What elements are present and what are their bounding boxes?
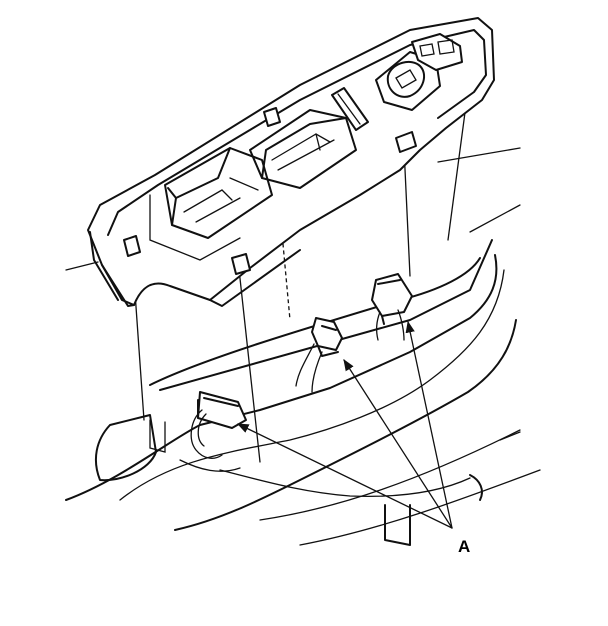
door-connector-right — [371, 273, 413, 341]
door-connector-center — [295, 317, 343, 393]
callout-label-a: A — [458, 537, 470, 556]
door-armrest-panel — [65, 147, 541, 546]
callout-arrows — [236, 320, 453, 529]
window-switch-assembly — [87, 17, 495, 307]
door-connector-left — [190, 391, 247, 459]
